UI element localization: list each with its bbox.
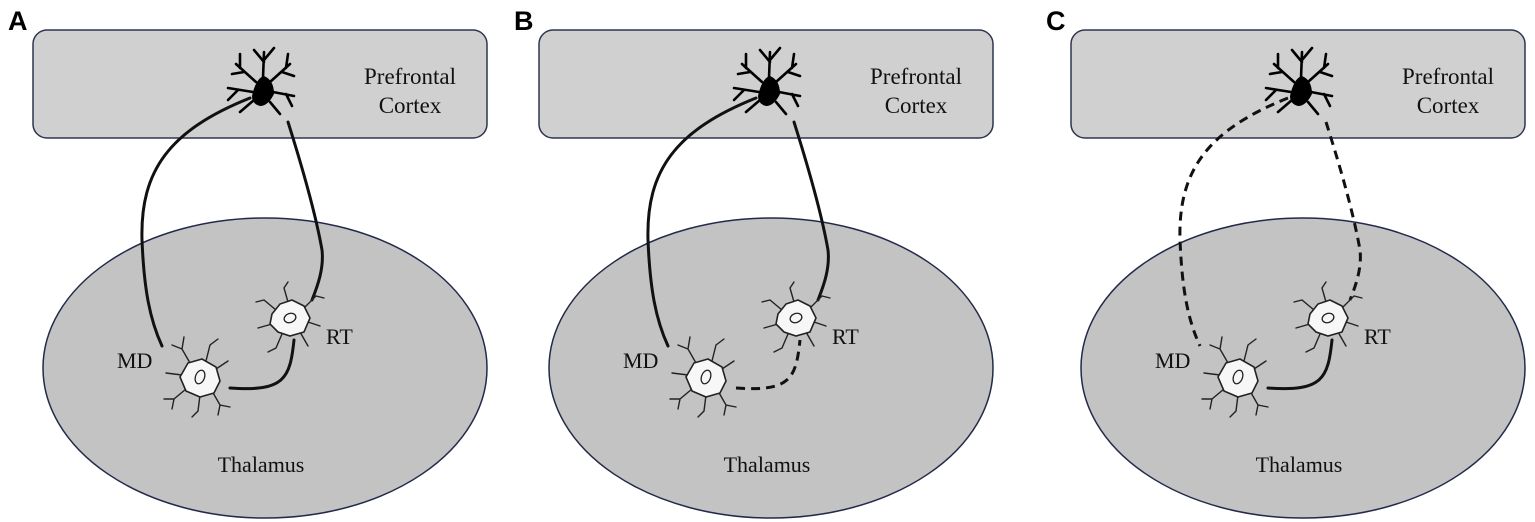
- cortex-label-line1: Prefrontal: [364, 64, 456, 89]
- md-neuron: [1201, 336, 1269, 418]
- panel-letter: C: [1046, 6, 1066, 36]
- md-to-rt-pathway: [1266, 338, 1334, 391]
- pfc-to-md-pathway: [646, 96, 758, 348]
- cortex-label-line2: Cortex: [379, 93, 442, 118]
- md-label: MD: [117, 348, 152, 373]
- thalamus-region: [548, 217, 994, 519]
- pfc-to-md-pathway: [1178, 96, 1289, 347]
- pyramidal-neuron: [226, 46, 296, 116]
- rt-neuron: [1293, 281, 1363, 353]
- pfc-to-rt-pathway: [286, 120, 324, 302]
- md-neuron: [669, 336, 737, 418]
- cortex-label-line1: Prefrontal: [1402, 64, 1494, 89]
- pfc-to-md-pathway: [140, 96, 252, 348]
- pyramidal-neuron: [732, 46, 802, 116]
- rt-neuron: [255, 281, 325, 353]
- rt-label: RT: [1364, 324, 1391, 349]
- cortex-label-line2: Cortex: [885, 93, 948, 118]
- md-label: MD: [623, 348, 658, 373]
- panel-letter: A: [8, 6, 28, 36]
- pfc-to-rt-pathway: [792, 120, 830, 302]
- rt-label: RT: [832, 324, 859, 349]
- cortex-label-line1: Prefrontal: [870, 64, 962, 89]
- thalamus-label: Thalamus: [218, 452, 305, 477]
- cortex-label-line2: Cortex: [1417, 93, 1480, 118]
- md-label: MD: [1155, 348, 1190, 373]
- rt-label: RT: [326, 324, 353, 349]
- thalamus-label: Thalamus: [1256, 452, 1343, 477]
- pfc-to-rt-pathway: [1324, 121, 1362, 301]
- thalamus-region: [42, 217, 488, 519]
- md-neuron: [163, 336, 231, 418]
- thalamus-region: [1080, 217, 1526, 519]
- pyramidal-neuron: [1264, 46, 1334, 116]
- md-to-rt-pathway: [735, 339, 802, 391]
- thalamus-label: Thalamus: [724, 452, 811, 477]
- rt-neuron: [761, 281, 831, 353]
- panel-letter: B: [514, 6, 534, 36]
- md-to-rt-pathway: [228, 338, 296, 391]
